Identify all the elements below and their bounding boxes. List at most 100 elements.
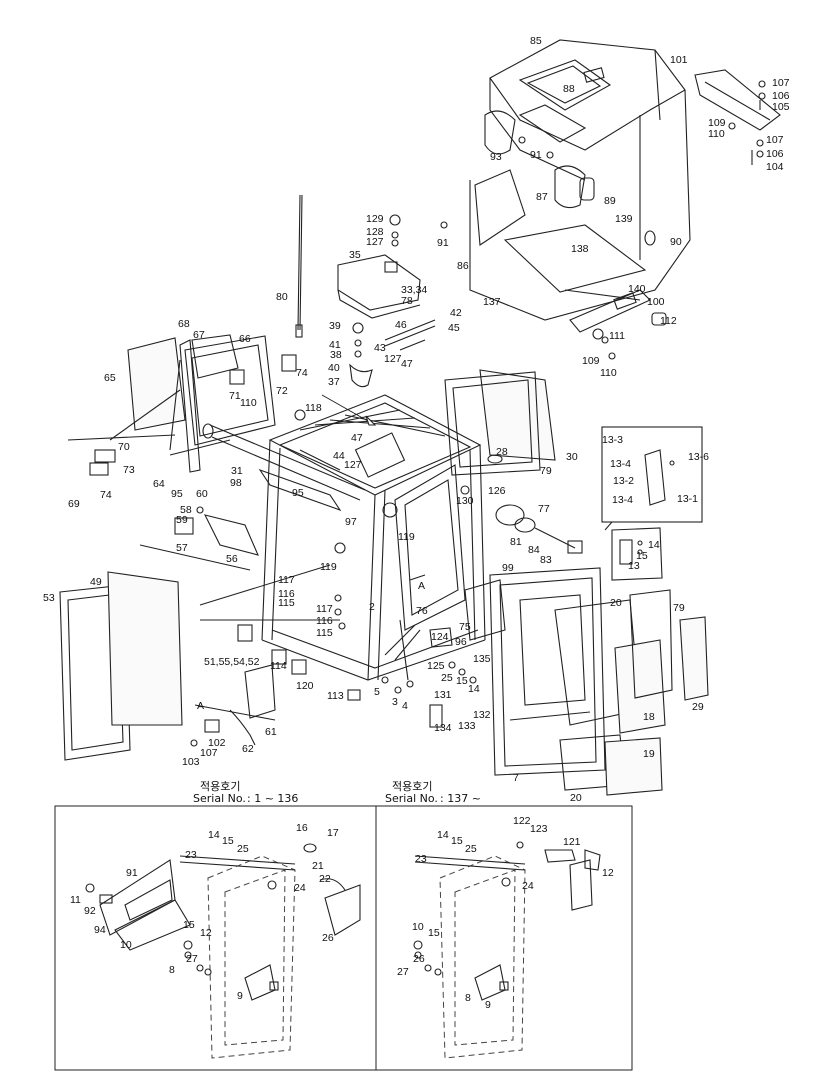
callout-label: 13 <box>628 560 640 572</box>
callout-label: 104 <box>766 161 784 173</box>
callout-label: 101 <box>670 54 688 66</box>
callout-label: 22 <box>319 873 331 885</box>
cab-roof <box>389 39 781 360</box>
callout-label: 42 <box>450 307 462 319</box>
callout-label: 135 <box>473 653 491 665</box>
callout-label: 19 <box>643 748 655 760</box>
callout-label: 12 <box>602 867 614 879</box>
inset-left-door <box>85 843 361 1059</box>
callout-label: 61 <box>265 726 277 738</box>
callout-label: 24 <box>522 880 534 892</box>
callout-label: 15 <box>451 835 463 847</box>
callout-label: 112 <box>660 315 677 327</box>
callout-label: 110 <box>708 128 725 140</box>
callout-label: 92 <box>84 905 96 917</box>
callout-label: 60 <box>196 488 208 500</box>
callout-label: 116 <box>316 615 333 627</box>
callout-label: 77 <box>538 503 550 515</box>
callout-label: 138 <box>571 243 589 255</box>
callout-label: 107 <box>200 747 218 759</box>
callout-label: 14 <box>648 539 660 551</box>
callout-label: 33,34 <box>401 284 427 296</box>
callout-label: 133 <box>458 720 476 732</box>
callout-label: 117 <box>316 603 333 615</box>
callout-label: 115 <box>278 597 295 609</box>
callout-label: 14 <box>208 829 220 841</box>
callout-label: 130 <box>456 495 474 507</box>
callout-label: 58 <box>180 504 192 516</box>
left-side-window <box>59 571 183 761</box>
callout-label: 126 <box>488 485 506 497</box>
callout-label: 83 <box>540 554 552 566</box>
callout-label: 123 <box>530 823 548 835</box>
callout-label: 107 <box>766 134 784 146</box>
callout-label: 43 <box>374 342 386 354</box>
callout-label: 67 <box>193 329 205 341</box>
callout-label: 96 <box>455 636 467 648</box>
serial-range-2-label: Serial No. <box>385 792 438 805</box>
callout-label: 79 <box>673 602 685 614</box>
callout-label: 13-1 <box>677 493 698 505</box>
callout-label: 129 <box>366 213 384 225</box>
callout-label: 81 <box>510 536 522 548</box>
left-windows <box>67 334 297 476</box>
callout-label: 105 <box>772 101 790 113</box>
callout-label: 95 <box>292 487 304 499</box>
callout-label: 78 <box>401 295 413 307</box>
callout-label: 65 <box>104 372 116 384</box>
callout-label: 15 <box>222 835 234 847</box>
callout-label: 18 <box>643 711 655 723</box>
callout-label: 84 <box>528 544 540 556</box>
callout-label: 106 <box>766 148 784 160</box>
callout-label: 10 <box>120 939 132 951</box>
inset-right-door <box>413 841 601 1059</box>
callout-label: 25 <box>237 843 249 855</box>
callout-label: 98 <box>230 477 242 489</box>
callout-label: 27 <box>186 953 198 965</box>
callout-label: 90 <box>670 236 682 248</box>
callout-label: 95 <box>171 488 183 500</box>
callout-label: 39 <box>329 320 341 332</box>
callout-label: 3 <box>392 696 398 708</box>
callout-label: 2 <box>369 601 375 613</box>
callout-label: 46 <box>395 319 407 331</box>
callout-label: 127 <box>384 353 402 365</box>
callout-label: 47 <box>401 358 413 370</box>
callout-label: 13-3 <box>602 434 623 446</box>
callout-label: 59 <box>176 514 188 526</box>
callout-label: 26 <box>413 953 425 965</box>
callout-label: 53 <box>43 592 55 604</box>
callout-label: 11 <box>70 894 81 906</box>
serial-range-2-korean: 적용호기 <box>392 780 432 793</box>
callout-label: 68 <box>178 318 190 330</box>
callout-label: 25 <box>441 672 453 684</box>
callout-label: 37 <box>328 376 340 388</box>
callout-label: 9 <box>237 990 243 1002</box>
callout-label: 27 <box>397 966 409 978</box>
callout-label: 24 <box>294 882 306 894</box>
callout-label: 5 <box>374 686 380 698</box>
callout-label: 115 <box>316 627 333 639</box>
cab-frame <box>139 394 486 747</box>
callout-label: 119 <box>398 531 415 543</box>
callout-label: 87 <box>536 191 548 203</box>
callout-label: 29 <box>692 701 704 713</box>
callout-label: 86 <box>457 260 469 272</box>
callout-label: 128 <box>366 226 384 238</box>
callout-label: 66 <box>239 333 251 345</box>
callout-label: 113 <box>327 690 344 702</box>
callout-label: 93 <box>490 151 502 163</box>
callout-label: 137 <box>483 296 501 308</box>
callout-label: 79 <box>540 465 552 477</box>
callout-label: 91 <box>437 237 449 249</box>
callout-label: 13-4 <box>612 494 633 506</box>
callout-label: 56 <box>226 553 238 565</box>
callout-label: 8 <box>169 964 175 976</box>
callout-label: 62 <box>242 743 254 755</box>
serial-range-titles: 적용호기 Serial No. : 1 ~ 136 적용호기 Serial No… <box>193 780 481 805</box>
callout-label: 13-2 <box>613 475 634 487</box>
callout-label: 139 <box>615 213 633 225</box>
callout-label: 23 <box>415 853 427 865</box>
